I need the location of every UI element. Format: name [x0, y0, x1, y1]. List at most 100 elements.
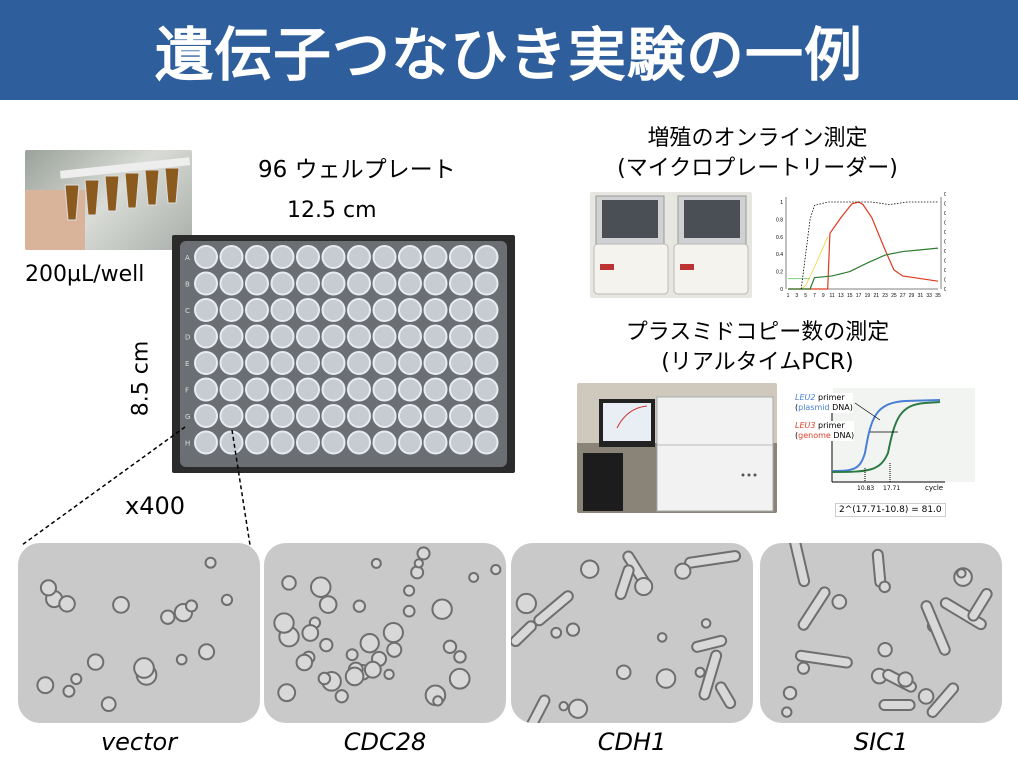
well	[270, 404, 295, 428]
well	[398, 351, 422, 375]
cell	[515, 592, 537, 615]
cell	[614, 564, 635, 600]
well	[321, 377, 346, 402]
caption-sic1: SIC1	[853, 728, 909, 756]
y2-tick-label: 0.0016	[944, 259, 946, 265]
cell	[277, 683, 297, 703]
well	[270, 324, 295, 349]
y2-tick-label: 0.0011	[944, 268, 946, 274]
well	[423, 377, 448, 402]
well	[245, 298, 269, 322]
plate-reader-photo	[590, 192, 752, 298]
well	[398, 271, 422, 296]
y2-tick-label: 0.0031	[944, 230, 946, 236]
cell	[550, 626, 563, 639]
cell	[453, 650, 467, 664]
growth-subtitle: (マイクロプレートリーダー)	[617, 156, 898, 181]
growth-curve-chart: 00.20.40.60.810.00010.00060.00110.00160.…	[776, 192, 946, 299]
micrograph-sic1	[760, 543, 1002, 723]
cell	[352, 599, 367, 613]
paren: )	[849, 403, 853, 412]
y2-tick-label: 0.0041	[944, 211, 946, 217]
series-yellow	[800, 236, 829, 290]
x-tick-label: 7	[813, 293, 816, 299]
well	[296, 298, 320, 322]
well	[245, 351, 269, 375]
well	[270, 377, 295, 402]
cell	[295, 653, 314, 672]
well	[194, 298, 218, 322]
ct-value-leu3: 17.71	[883, 485, 901, 492]
caption-cdh1: CDH1	[597, 728, 667, 756]
cell	[160, 609, 176, 625]
slide-title: 遺伝子つなひき実験の一例	[154, 21, 863, 89]
well	[347, 298, 371, 322]
x-tick-label: 13	[838, 293, 844, 299]
plate-row-label: A	[185, 254, 190, 262]
copy-number-formula: 2^(17.71-10.8) = 81.0	[835, 503, 946, 517]
plate-row-label: E	[185, 360, 189, 368]
well	[194, 430, 218, 455]
x-tick-label: 3	[795, 293, 798, 299]
cell	[431, 598, 453, 620]
well	[321, 245, 346, 269]
well	[474, 430, 499, 455]
x-tick-label: 23	[882, 293, 888, 299]
cell	[317, 671, 332, 686]
y-tick-label: 0.6	[776, 235, 783, 241]
plate-row-label: C	[185, 307, 190, 315]
well	[398, 404, 422, 428]
cell	[334, 689, 349, 704]
cell	[402, 604, 416, 618]
x-tick-label: 11	[830, 293, 835, 299]
well	[398, 377, 422, 402]
cell	[468, 571, 480, 583]
well	[194, 377, 218, 402]
well	[296, 351, 320, 375]
well	[423, 351, 448, 375]
well	[219, 298, 244, 322]
cell	[490, 563, 502, 576]
well	[474, 404, 499, 428]
x-tick-label: 29	[909, 293, 915, 299]
well	[398, 430, 422, 455]
well	[347, 324, 371, 349]
cell	[533, 590, 574, 627]
y-tick-label: 0.4	[776, 252, 783, 258]
leu3-genome: genome	[798, 431, 831, 440]
well	[449, 245, 473, 269]
well	[449, 377, 473, 402]
well	[194, 245, 218, 269]
growth-title: 増殖のオンライン測定	[647, 126, 868, 151]
cell	[410, 565, 425, 580]
well	[347, 404, 371, 428]
cell	[133, 657, 155, 679]
well	[296, 245, 320, 269]
y2-tick-label: 0.0046	[944, 202, 946, 208]
cell	[782, 685, 798, 701]
cell	[877, 641, 893, 658]
well	[372, 245, 397, 269]
cell	[700, 618, 712, 629]
cell	[220, 593, 234, 606]
cell	[319, 637, 334, 653]
cell	[198, 643, 216, 661]
well	[449, 404, 473, 428]
plate-row-label: D	[185, 334, 190, 342]
well	[245, 377, 269, 402]
cell	[920, 600, 951, 656]
well	[245, 404, 269, 428]
micrograph-cdh1	[511, 543, 753, 723]
x-tick-label: 5	[804, 293, 807, 299]
cell	[281, 575, 297, 591]
caption-cdc28: CDC28	[343, 728, 427, 756]
well	[474, 351, 499, 375]
cell	[831, 594, 848, 610]
cell	[70, 672, 83, 686]
cell	[878, 580, 891, 594]
cell	[794, 649, 853, 669]
well	[245, 271, 269, 296]
well	[296, 377, 320, 402]
x-tick-label: 27	[900, 293, 906, 299]
cell	[432, 695, 444, 707]
